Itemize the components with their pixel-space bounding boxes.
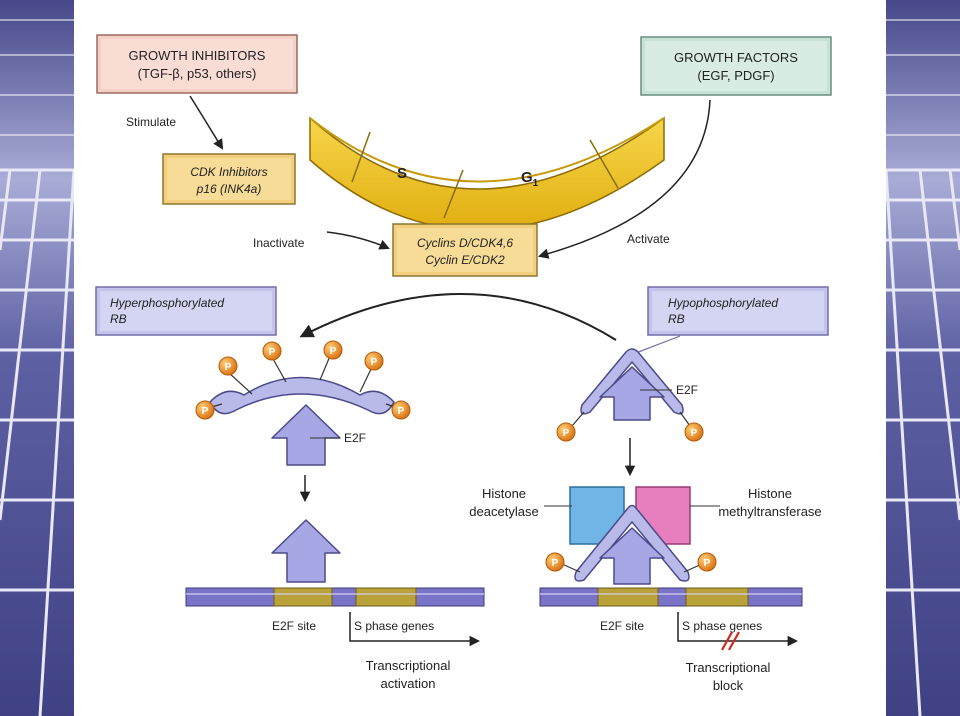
cycle-s-label: S bbox=[397, 165, 407, 182]
cell-cycle-arc: S G1 bbox=[309, 116, 665, 231]
e2f-left-label: E2F bbox=[344, 431, 366, 445]
transcriptional-block-line1: Transcriptional bbox=[686, 660, 771, 675]
dna-right bbox=[539, 587, 803, 607]
svg-text:G1: G1 bbox=[521, 169, 539, 189]
stimulate-label: Stimulate bbox=[126, 115, 176, 129]
background-right-grid bbox=[886, 0, 960, 716]
hyperphosphorylated-label: Hyperphosphorylated bbox=[110, 296, 224, 310]
growth-inhibitors-box: GROWTH INHIBITORS (TGF-β, p53, others) bbox=[96, 34, 298, 94]
hyperphosphorylated-rb-box: Hyperphosphorylated RB bbox=[95, 286, 277, 336]
growth-factors-examples: (EGF, PDGF) bbox=[697, 68, 774, 83]
cdk-inhibitors-example: p16 (INK4a) bbox=[196, 182, 262, 196]
e2f-site-right-label: E2F site bbox=[600, 619, 644, 633]
cdk-inhibitors-title: CDK Inhibitors bbox=[190, 165, 267, 179]
left-transcription-arrow bbox=[349, 612, 481, 647]
stimulate-arrow bbox=[189, 95, 224, 150]
s-phase-genes-right-label: S phase genes bbox=[682, 619, 762, 633]
hyperphosphorylated-rb-protein bbox=[209, 376, 395, 415]
phosphate-groups-left: P P P P P P bbox=[195, 340, 411, 420]
phosphate-groups-right-top: P P bbox=[556, 411, 704, 442]
activate-arrow bbox=[537, 99, 711, 259]
phosphate-label: P bbox=[691, 428, 698, 439]
right-transcription-arrow bbox=[677, 612, 799, 647]
phosphate-label: P bbox=[269, 347, 276, 358]
transcriptional-activation-line1: Transcriptional bbox=[366, 658, 451, 673]
phosphate-label: P bbox=[330, 346, 337, 357]
hypophosphorylated-rb: RB bbox=[668, 312, 685, 326]
hypophosphorylated-rb-box: Hypophosphorylated RB bbox=[647, 286, 829, 336]
cycle-g1-subscript: 1 bbox=[533, 178, 539, 189]
background-left-grid bbox=[0, 0, 74, 716]
phosphate-groups-right-bottom: P P bbox=[545, 552, 717, 573]
cdk-inhibitors-box: CDK Inhibitors p16 (INK4a) bbox=[162, 153, 296, 205]
rb-repressor-complex bbox=[574, 504, 690, 585]
s-phase-genes-left-label: S phase genes bbox=[354, 619, 434, 633]
hypophosphorylated-label: Hypophosphorylated bbox=[668, 296, 778, 310]
e2f-right-label: E2F bbox=[676, 383, 698, 397]
transcriptional-block-line2: block bbox=[713, 678, 744, 693]
transcriptional-activation-line2: activation bbox=[381, 676, 436, 691]
activate-label: Activate bbox=[627, 232, 670, 246]
cyclins-box: Cyclins D/CDK4,6 Cyclin E/CDK2 bbox=[392, 223, 538, 277]
cyclins-line1: Cyclins D/CDK4,6 bbox=[417, 236, 513, 250]
inactivate-label: Inactivate bbox=[253, 236, 305, 250]
phosphate-label: P bbox=[225, 362, 232, 373]
e2f-left-bound bbox=[271, 519, 341, 583]
hyperphosphorylated-rb: RB bbox=[110, 312, 127, 326]
phosphate-label: P bbox=[552, 558, 559, 569]
growth-factors-title: GROWTH FACTORS bbox=[674, 50, 798, 65]
phosphate-label: P bbox=[398, 406, 405, 417]
phosphate-label: P bbox=[704, 558, 711, 569]
phosphate-label: P bbox=[563, 428, 570, 439]
phosphate-label: P bbox=[202, 406, 209, 417]
e2f-site-left-label: E2F site bbox=[272, 619, 316, 633]
phosphorylation-arrow bbox=[299, 293, 617, 341]
growth-factors-box: GROWTH FACTORS (EGF, PDGF) bbox=[640, 36, 832, 96]
growth-inhibitors-examples: (TGF-β, p53, others) bbox=[138, 66, 257, 81]
inactivate-arrow bbox=[326, 231, 390, 250]
growth-inhibitors-title: GROWTH INHIBITORS bbox=[129, 48, 266, 63]
e2f-right-top bbox=[599, 366, 665, 421]
histone-deacetylase-line2: deacetylase bbox=[469, 504, 538, 519]
dna-left bbox=[185, 587, 485, 607]
transcription-block-mark bbox=[721, 631, 740, 651]
phosphate-label: P bbox=[371, 357, 378, 368]
e2f-left-free bbox=[271, 404, 341, 466]
histone-methyltransferase-line2: methyltransferase bbox=[718, 504, 821, 519]
histone-methyltransferase-line1: Histone bbox=[748, 486, 792, 501]
cycle-g1-label: G bbox=[521, 169, 533, 186]
cyclins-line2: Cyclin E/CDK2 bbox=[425, 253, 505, 267]
histone-deacetylase-line1: Histone bbox=[482, 486, 526, 501]
